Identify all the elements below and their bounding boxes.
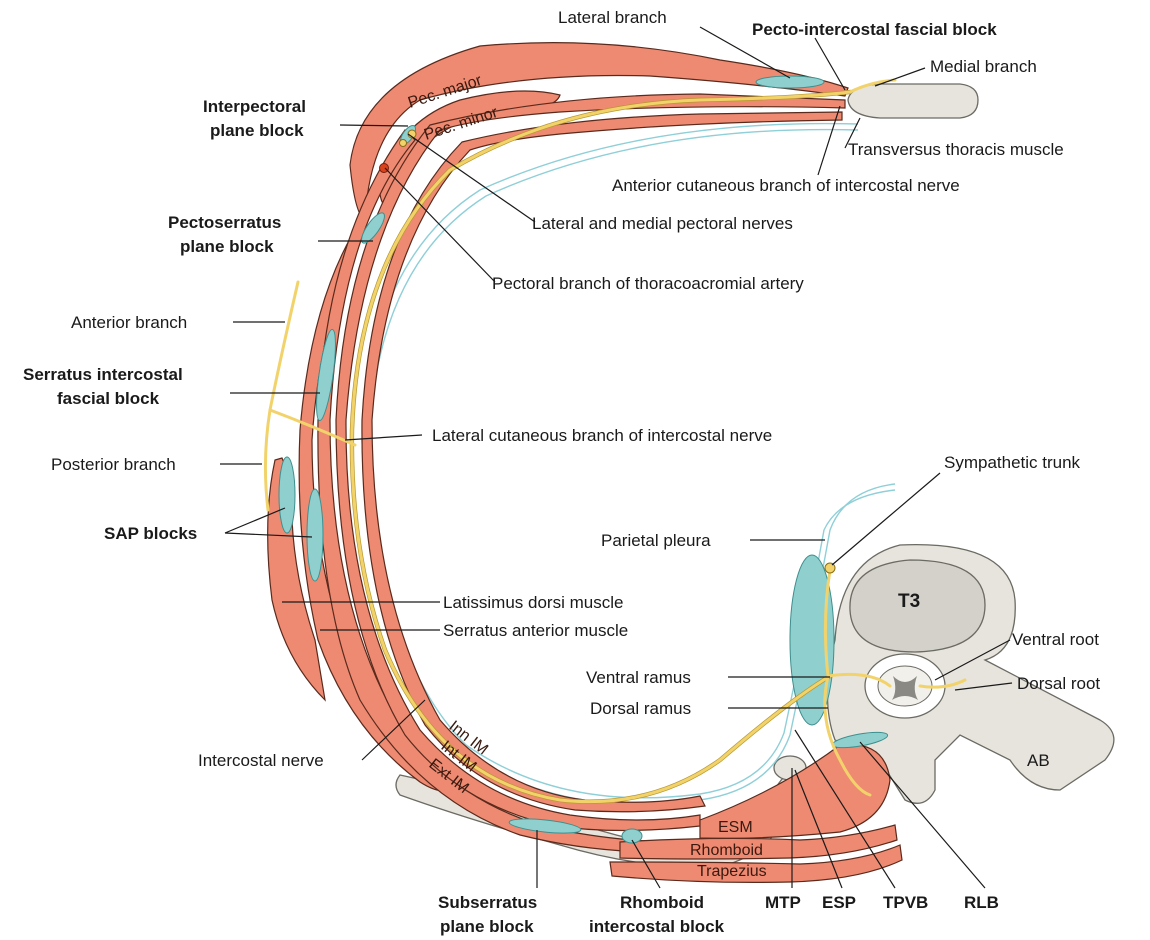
- medial-branch-label: Medial branch: [930, 57, 1037, 76]
- sternum: [848, 84, 978, 118]
- esm-label: ESM: [718, 819, 753, 836]
- serratus-anterior-label: Serratus anterior muscle: [443, 621, 628, 640]
- pectoral-nerve-dot-2: [400, 140, 407, 147]
- sympathetic-trunk-label: Sympathetic trunk: [944, 453, 1081, 472]
- latissimus-label: Latissimus dorsi muscle: [443, 593, 623, 612]
- pectoserratus-label-2: plane block: [180, 237, 274, 256]
- rhomboid-intercostal-label-2: intercostal block: [589, 917, 725, 936]
- pectoral-artery-label: Pectoral branch of thoracoacromial arter…: [492, 274, 804, 293]
- lateral-branch-label: Lateral branch: [558, 8, 667, 27]
- pectoserratus-label-1: Pectoserratus: [168, 213, 281, 232]
- tpvb-label: TPVB: [883, 893, 928, 912]
- dorsal-root-label: Dorsal root: [1017, 674, 1100, 693]
- pecto-intercostal-label: Pecto-intercostal fascial block: [752, 20, 997, 39]
- subserratus-label-1: Subserratus: [438, 893, 537, 912]
- esp-label: ESP: [822, 893, 856, 912]
- ab-label: AB: [1027, 751, 1050, 770]
- trapezius-label: Trapezius: [697, 863, 767, 880]
- transversus-thoracis-label: Transversus thoracis muscle: [848, 140, 1064, 159]
- subserratus-label-2: plane block: [440, 917, 534, 936]
- muscle-layers: [268, 43, 902, 883]
- sap-deep-site: [307, 489, 323, 581]
- dorsal-ramus-label: Dorsal ramus: [590, 699, 691, 718]
- serratus-intercostal-label-2: fascial block: [57, 389, 160, 408]
- intercostal-nerve-label: Intercostal nerve: [198, 751, 324, 770]
- sap-superficial-site: [279, 457, 295, 533]
- rhomboid-intercostal-label-1: Rhomboid: [620, 893, 704, 912]
- interpectoral-label-1: Interpectoral: [203, 97, 306, 116]
- anterior-cutaneous-label: Anterior cutaneous branch of intercostal…: [612, 176, 960, 195]
- mtp-label: MTP: [765, 893, 801, 912]
- interpectoral-label-2: plane block: [210, 121, 304, 140]
- lateral-cutaneous-label: Lateral cutaneous branch of intercostal …: [432, 426, 772, 445]
- lateral-medial-pectoral-label: Lateral and medial pectoral nerves: [532, 214, 793, 233]
- parietal-pleura-label: Parietal pleura: [601, 531, 711, 550]
- rhomboid-label: Rhomboid: [690, 842, 763, 859]
- ventral-ramus-label: Ventral ramus: [586, 668, 691, 687]
- serratus-intercostal-label-1: Serratus intercostal: [23, 365, 183, 384]
- rlb-label: RLB: [964, 893, 999, 912]
- sternum-bone: [848, 84, 978, 118]
- anterior-branch-line: [270, 282, 298, 410]
- ventral-root-label: Ventral root: [1012, 630, 1099, 649]
- anterior-branch-label: Anterior branch: [71, 313, 187, 332]
- posterior-branch-label: Posterior branch: [51, 455, 176, 474]
- t3-label: T3: [898, 591, 920, 612]
- thoracoacromial-artery-dot: [380, 164, 389, 173]
- sap-blocks-label: SAP blocks: [104, 524, 197, 543]
